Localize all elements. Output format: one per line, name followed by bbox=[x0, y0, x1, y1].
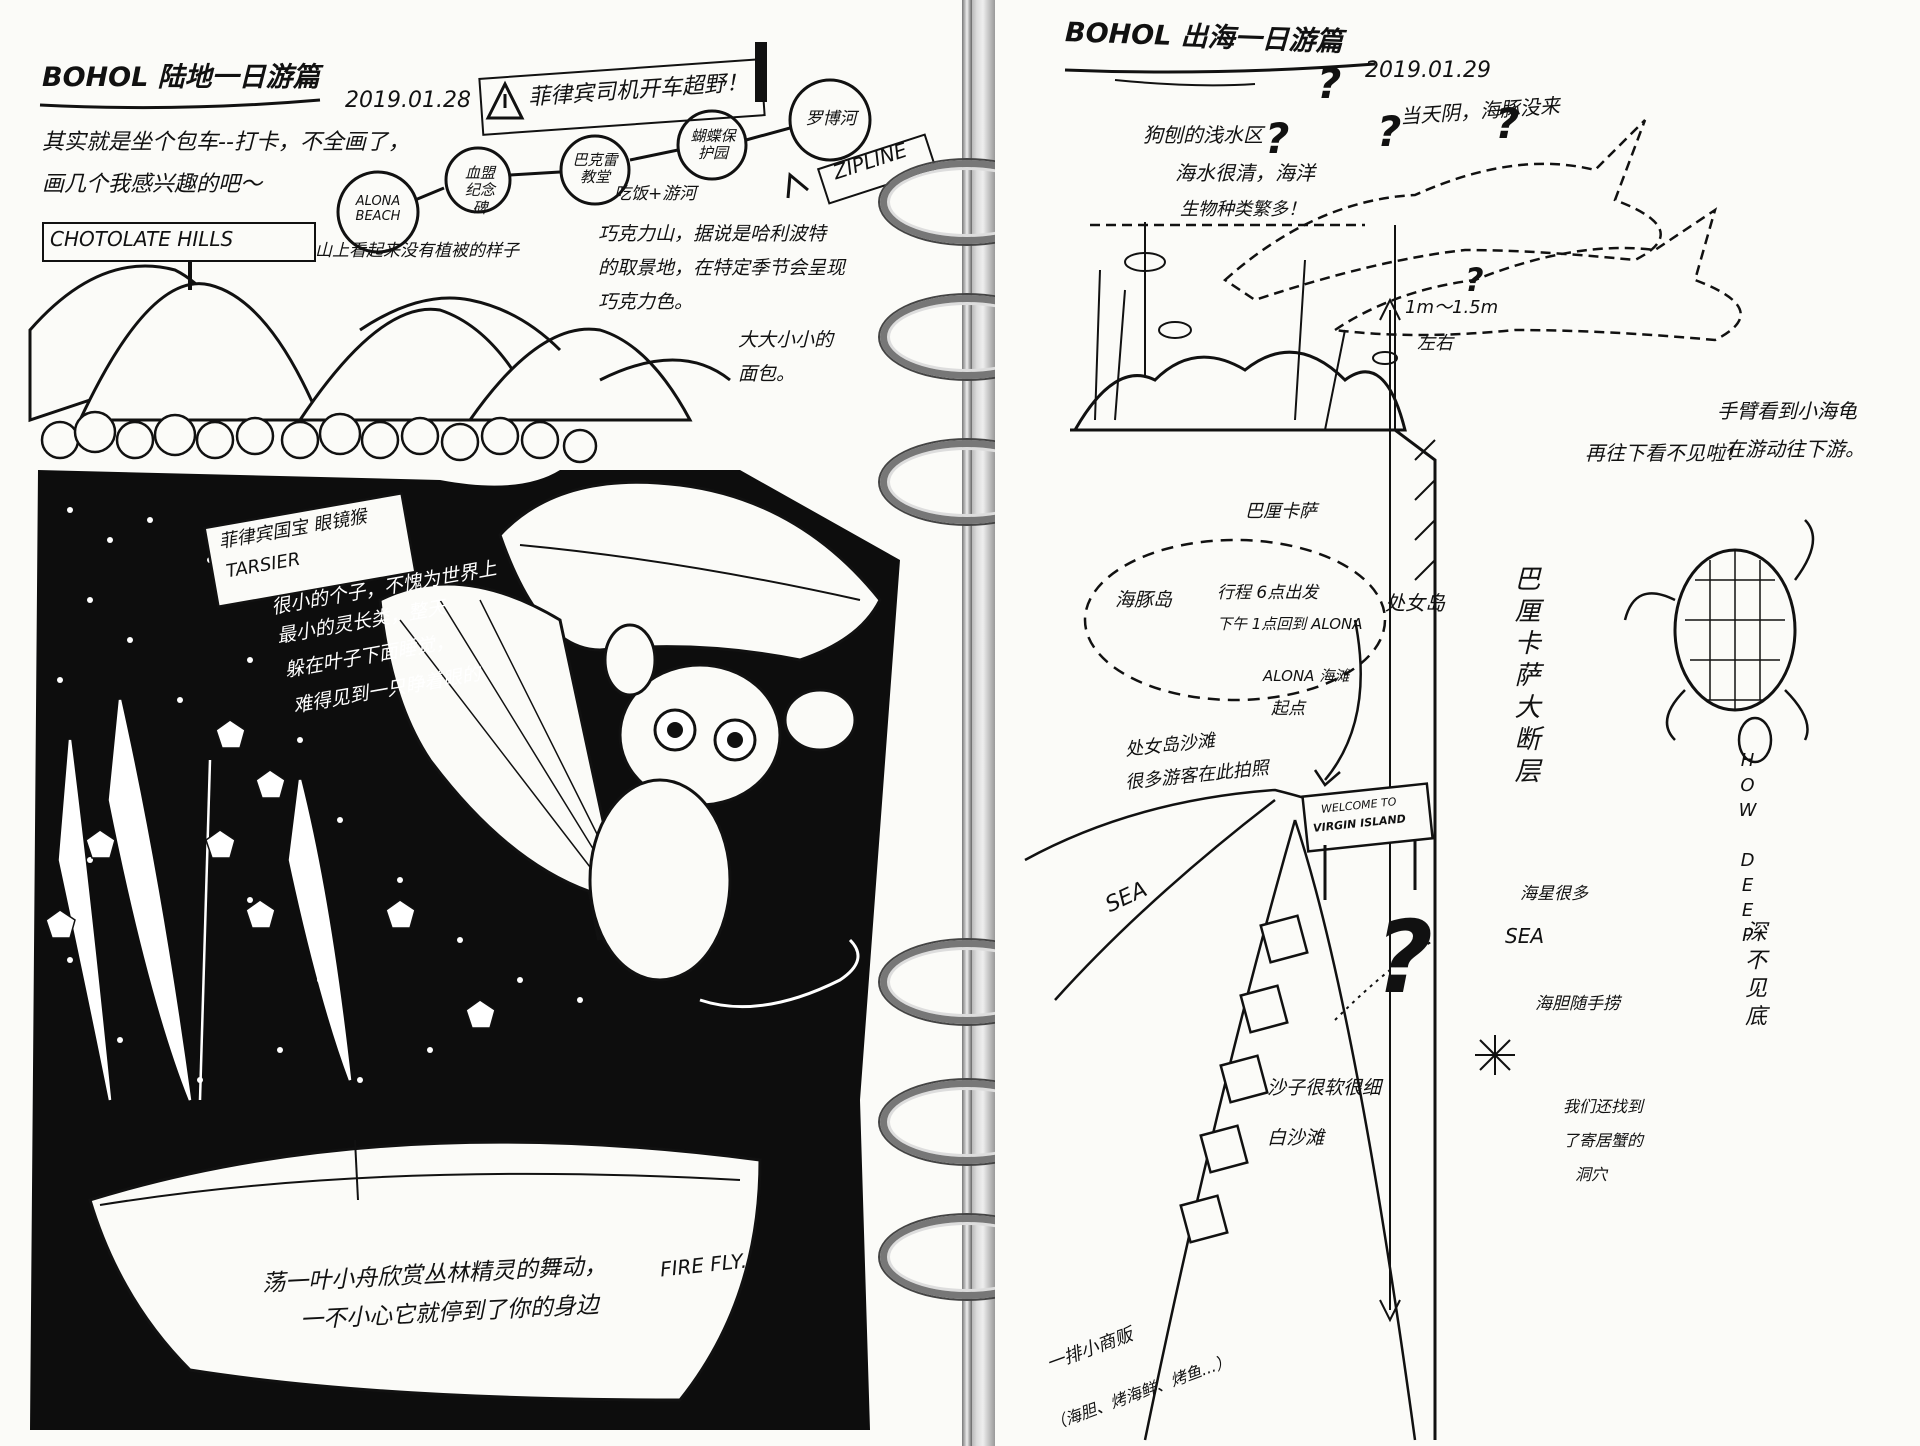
fish-icon bbox=[1372, 351, 1398, 365]
coral-reef bbox=[1072, 350, 1407, 432]
bread-note-2: 面包。 bbox=[738, 363, 796, 385]
fish-icon bbox=[1158, 321, 1192, 339]
right-page-drawing bbox=[1024, 62, 1815, 1441]
hills-desc-2: 的取景地，在特定季节会呈现 bbox=[598, 257, 846, 279]
warning-triangle-icon bbox=[485, 80, 525, 120]
big-leaf bbox=[498, 480, 882, 662]
tarsier-tail bbox=[699, 938, 860, 1009]
snorkel-note-1: 狗刨的浅水区 bbox=[1143, 123, 1263, 147]
title-underline bbox=[1064, 62, 1376, 74]
route-stop-church: 巴克雷教堂 bbox=[572, 151, 618, 187]
binder-rail bbox=[962, 0, 972, 1446]
question-mark-icon: ? bbox=[1317, 59, 1342, 108]
jungle-plants bbox=[58, 699, 352, 1101]
route-note: 吃饭+游河 bbox=[614, 184, 697, 204]
route-stop-monument: 血盟纪念碑 bbox=[464, 164, 495, 217]
alona-label-1: ALONA 海滩 bbox=[1263, 667, 1350, 685]
balicasag-cliff-label: 巴厘卡萨大断层 bbox=[1510, 565, 1540, 789]
question-mark-icon: ? bbox=[1375, 899, 1434, 1016]
beach-edge bbox=[1143, 819, 1297, 1441]
sea-urchin-icon bbox=[1475, 1035, 1515, 1075]
starfish-note: 海星很多 bbox=[1520, 884, 1588, 904]
route-circle-monument bbox=[444, 146, 512, 214]
crab-note-3: 洞穴 bbox=[1575, 1165, 1608, 1184]
question-mark-icon: ? bbox=[1465, 261, 1484, 299]
sand-note-1: 沙子很软很细 bbox=[1267, 1077, 1382, 1099]
island-label-dolphin: 海豚岛 bbox=[1115, 589, 1173, 611]
fish-icon bbox=[1124, 252, 1166, 272]
left-date: 2019.01.28 bbox=[345, 88, 471, 113]
dolphin-outline bbox=[1331, 207, 1742, 342]
welcome-sign bbox=[1301, 782, 1434, 853]
island-label-balicasag: 巴厘卡萨 bbox=[1245, 501, 1317, 522]
look-down-note: 再往下看不见啦！ bbox=[1585, 441, 1745, 465]
cliff-edge bbox=[1070, 428, 1437, 1440]
exclamation-icon bbox=[755, 42, 767, 102]
right-date: 2019.01.29 bbox=[1365, 58, 1491, 83]
chocolate-hill bbox=[467, 327, 693, 422]
route-circle-church bbox=[559, 134, 631, 206]
virgin-island-label: 处女岛 bbox=[1385, 591, 1445, 615]
tarsier-body bbox=[588, 778, 732, 982]
route-stop-butterfly: 蝴蝶保护园 bbox=[690, 127, 736, 163]
question-mark-icon: ? bbox=[1265, 114, 1290, 163]
route-arrows bbox=[414, 126, 791, 202]
crab-note-2: 了寄居蟹的 bbox=[1563, 1131, 1644, 1150]
sea-label-right: SEA bbox=[1505, 924, 1545, 948]
route-stop-river: 罗博河 bbox=[805, 109, 857, 129]
depth-label-1: 1m～1.5m bbox=[1405, 297, 1499, 318]
intro-line-2: 画几个我感兴趣的吧～ bbox=[42, 172, 263, 197]
crab-note-1: 我们还找到 bbox=[1563, 1097, 1644, 1116]
sand-note-2: 白沙滩 bbox=[1267, 1127, 1325, 1149]
stall-boxes bbox=[1179, 914, 1309, 1244]
route-circle-river bbox=[788, 78, 872, 162]
turtle-note-2: 在游动往下游。 bbox=[1725, 437, 1865, 461]
hills-note: 山上看起来没有植被的样子 bbox=[315, 241, 519, 261]
left-title: BOHOL 陆地一日游篇 bbox=[42, 62, 320, 93]
snorkel-note-2: 海水很清，海洋 bbox=[1175, 161, 1315, 185]
hills-desc-1: 巧克力山，据说是哈利波特 bbox=[598, 223, 827, 245]
left-journal-page: BOHOL 陆地一日游篇 2019.01.28 菲律宾司机开车超野！ 其实就是坐… bbox=[0, 0, 967, 1446]
depth-label-2: 左右 bbox=[1417, 333, 1453, 354]
question-mark-icon: ? bbox=[1377, 107, 1402, 156]
chocolate-hills-sign bbox=[42, 222, 316, 262]
chocolate-hill bbox=[77, 282, 323, 422]
trip-schedule-2: 下午 1点回到 ALONA bbox=[1217, 615, 1363, 633]
how-deep-cn-label: 深不见底 bbox=[1741, 920, 1766, 1032]
dolphin-outline bbox=[1222, 119, 1662, 302]
tree-row bbox=[40, 410, 598, 464]
turtle-note-1: 手臂看到小海龟 bbox=[1717, 399, 1857, 423]
hills-desc-3: 巧克力色。 bbox=[598, 291, 694, 313]
snorkel-note-3: 生物种类繁多！ bbox=[1180, 199, 1306, 220]
bread-note-1: 大大小小的 bbox=[738, 329, 834, 351]
alona-label-2: 起点 bbox=[1271, 699, 1305, 719]
chocolate-hills-sign-text: CHOTOLATE HILLS bbox=[50, 227, 234, 251]
left-page-drawing bbox=[28, 42, 900, 1430]
route-stop-alona: ALONA BEACH bbox=[355, 194, 401, 224]
trip-schedule-1: 行程 6点出发 bbox=[1217, 583, 1319, 603]
question-mark-icon: ? bbox=[1495, 99, 1520, 148]
urchin-note: 海胆随手捞 bbox=[1535, 994, 1620, 1014]
route-circle-butterfly bbox=[676, 109, 748, 181]
boat bbox=[88, 1140, 762, 1402]
route-circle-alona bbox=[336, 170, 420, 254]
title-underline bbox=[39, 98, 321, 110]
intro-line-1: 其实就是坐个包车--打卡，不全画了， bbox=[42, 130, 410, 155]
trip-route-loop bbox=[1083, 538, 1387, 702]
right-journal-page: BOHOL 出海一日游篇 2019.01.29 狗刨的浅水区 海水很清，海洋 生… bbox=[995, 0, 1920, 1446]
flower-cluster bbox=[45, 719, 496, 1029]
how-deep-label: HOW DEEP bbox=[1737, 750, 1758, 950]
